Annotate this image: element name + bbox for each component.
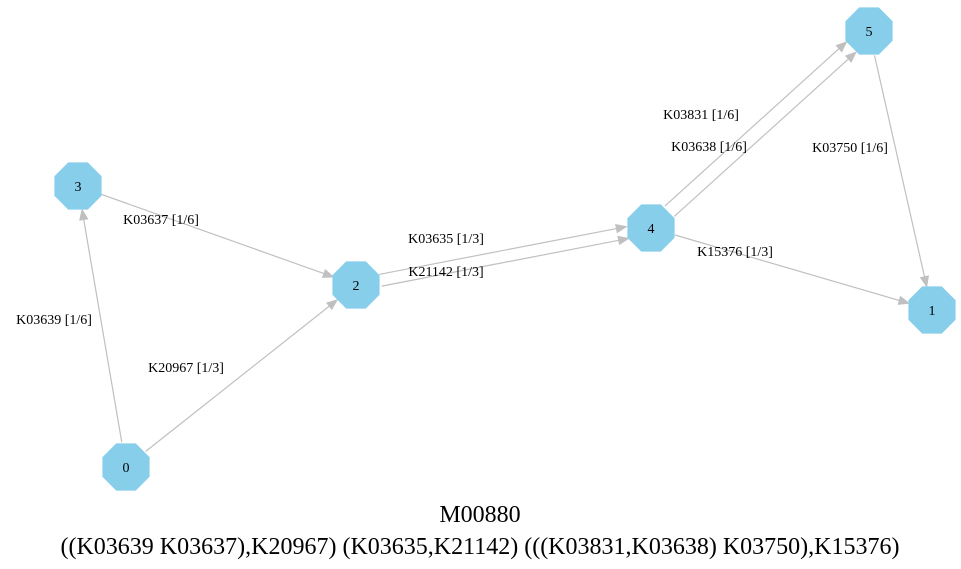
edge-label: K03635 [1/3]	[408, 232, 484, 247]
arrow-head-icon	[617, 235, 630, 246]
octagon-node-icon[interactable]	[332, 261, 380, 309]
node-label: 3	[75, 180, 82, 195]
edge-label: K15376 [1/3]	[697, 245, 773, 260]
nodes-layer: 0 1 2 3 4 5	[54, 7, 956, 491]
edge-label: K03639 [1/6]	[16, 313, 92, 328]
edge-line	[873, 55, 926, 277]
octagon-node-icon[interactable]	[908, 286, 956, 334]
node-5[interactable]: 5	[845, 7, 893, 55]
edge-line	[145, 305, 330, 452]
edge-label: K20967 [1/3]	[148, 361, 224, 376]
arrow-head-icon	[79, 208, 89, 221]
node-2[interactable]: 2	[332, 261, 380, 309]
edge-0-3	[79, 208, 123, 443]
node-label: 4	[648, 222, 655, 237]
edge-line	[83, 219, 123, 443]
octagon-node-icon[interactable]	[627, 204, 675, 252]
module-definition-caption: ((K03639 K03637),K20967) (K03635,K21142)…	[60, 534, 899, 560]
node-4[interactable]: 4	[627, 204, 675, 252]
edge-4-5	[673, 51, 857, 217]
octagon-node-icon[interactable]	[845, 7, 893, 55]
edge-2-4	[381, 235, 630, 287]
edge-label: K03750 [1/6]	[812, 141, 888, 156]
arrow-head-icon	[326, 299, 339, 311]
edge-2-4	[379, 224, 628, 275]
edge-5-1	[873, 55, 930, 288]
edge-label: K03638 [1/6]	[671, 140, 747, 155]
node-0[interactable]: 0	[102, 443, 150, 491]
edge-label: K03831 [1/6]	[663, 108, 739, 123]
octagon-node-icon[interactable]	[102, 443, 150, 491]
arrow-head-icon	[835, 40, 848, 53]
edge-label: K03637 [1/6]	[123, 213, 199, 228]
edge-line	[674, 234, 900, 302]
edge-4-5	[664, 40, 848, 207]
edge-4-1	[674, 234, 911, 305]
octagon-node-icon[interactable]	[54, 162, 102, 210]
edge-line	[381, 239, 619, 287]
node-label: 0	[123, 461, 130, 476]
edge-0-2	[145, 299, 339, 452]
node-label: 2	[353, 279, 360, 294]
edge-label: K21142 [1/3]	[408, 265, 483, 280]
node-1[interactable]: 1	[908, 286, 956, 334]
arrow-head-icon	[321, 268, 335, 278]
module-id-caption: M00880	[439, 502, 520, 528]
arrow-head-icon	[897, 295, 911, 305]
arrow-head-icon	[844, 51, 857, 63]
node-label: 1	[929, 304, 936, 319]
edge-3-2	[101, 193, 335, 278]
edge-line	[664, 48, 840, 207]
edges-layer	[79, 40, 930, 452]
edge-line	[673, 58, 849, 217]
node-3[interactable]: 3	[54, 162, 102, 210]
edge-line	[379, 227, 617, 275]
node-label: 5	[866, 25, 873, 40]
edge-line	[101, 193, 325, 275]
arrow-head-icon	[615, 224, 628, 234]
edge-labels-layer: K03639 [1/6] K03637 [1/6] K20967 [1/3] K036…	[16, 108, 888, 376]
arrow-head-icon	[919, 275, 930, 288]
